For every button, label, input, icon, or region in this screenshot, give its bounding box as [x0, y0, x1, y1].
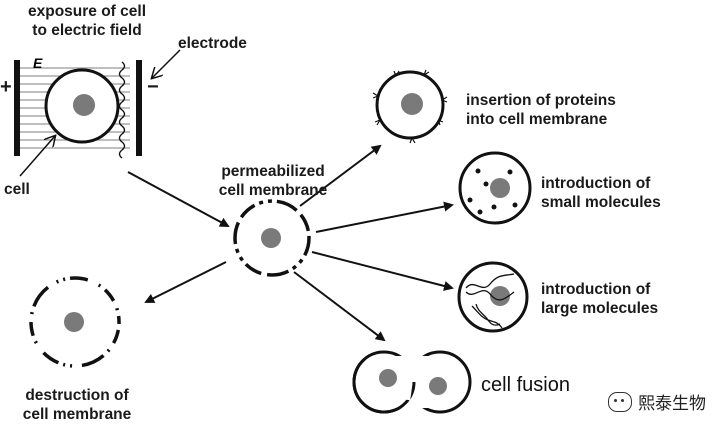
insertion-label-line1: insertion of proteins [466, 92, 616, 109]
cell-pointer [19, 136, 55, 177]
membrane-proteins [372, 69, 448, 144]
arrow-to-fusion [293, 271, 386, 342]
left-electrode [14, 60, 20, 156]
small-molecules-cell [458, 151, 532, 225]
large-molecules-label-line1: introduction of [541, 281, 651, 298]
small-molecules-label-line1: introduction of [541, 175, 651, 192]
dna-strands [465, 273, 515, 329]
permeabilized-nucleus [261, 228, 281, 248]
exposure-setup [14, 60, 142, 159]
large-molecules-label-line2: large molecules [541, 300, 659, 317]
destroyed-cell [29, 276, 121, 368]
exposure-label-line2: to electric field [32, 22, 142, 39]
permeabilized-label-line1: permeabilized [221, 163, 325, 180]
small-molecules-label: introduction of small molecules [541, 174, 661, 212]
watermark-text: 熙泰生物 [638, 394, 706, 414]
right-electrode [136, 60, 142, 156]
large-molecules-label: introduction of large molecules [541, 280, 658, 318]
exposure-label-line1: exposure of cell [27, 3, 146, 20]
arrow-to-large [311, 251, 454, 291]
zigzag-field [118, 61, 126, 159]
wechat-icon [608, 391, 632, 412]
permeabilized-cell [233, 199, 311, 277]
arrow-to-insertion [299, 144, 382, 207]
large-molecules-cell [457, 261, 529, 333]
arrow-to-destruction [144, 261, 227, 303]
insertion-label: insertion of proteins into cell membrane [466, 91, 616, 129]
arrow-to-permeabilized [127, 171, 230, 227]
electrode-label: electrode [178, 35, 247, 52]
field-symbol: E [33, 55, 43, 71]
destruction-label-line2: cell membrane [22, 406, 132, 423]
small-molecules-label-line2: small molecules [541, 194, 661, 211]
small-molecule-dots [467, 168, 518, 215]
permeabilized-label-line2: cell membrane [218, 182, 328, 199]
watermark: 熙泰生物 [608, 389, 706, 414]
fused-cells [352, 350, 472, 414]
protein-insertion-cell [372, 69, 448, 144]
electrode-pointer [152, 49, 181, 78]
cell-label: cell [4, 181, 30, 198]
electrode-sign-minus: − [147, 76, 159, 98]
exposure-label: exposure of cell to electric field [12, 2, 162, 40]
arrow-to-small [315, 201, 454, 233]
electrode-sign-plus: + [0, 76, 12, 98]
exposed-cell-nucleus [73, 94, 95, 116]
destruction-label-line1: destruction of [25, 387, 129, 404]
permeabilized-label: permeabilized cell membrane [198, 162, 348, 200]
destruction-label: destruction of cell membrane [2, 386, 152, 424]
fusion-label: cell fusion [481, 374, 570, 396]
insertion-label-line2: into cell membrane [466, 111, 608, 128]
